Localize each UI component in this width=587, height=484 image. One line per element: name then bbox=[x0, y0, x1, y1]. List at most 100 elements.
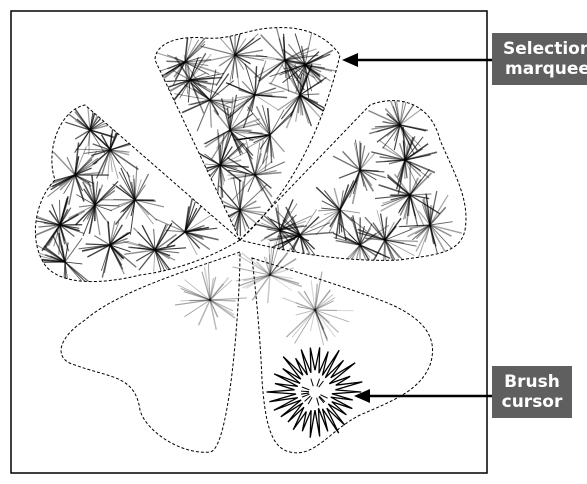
bristle-stroke bbox=[83, 149, 111, 154]
bristle-stroke bbox=[321, 207, 341, 211]
bristle-stroke bbox=[384, 239, 400, 259]
bristle-stroke bbox=[247, 174, 256, 192]
bristle-stroke bbox=[241, 252, 271, 276]
bristle-stroke bbox=[393, 124, 401, 151]
bristle-stroke bbox=[209, 299, 219, 318]
bristle-stroke bbox=[314, 294, 334, 311]
bristle-stroke bbox=[295, 94, 301, 122]
bristle-stroke bbox=[74, 174, 92, 187]
bristle-stroke bbox=[184, 59, 212, 63]
selection-callout-line1: Selection bbox=[503, 39, 587, 59]
bristle-stroke bbox=[51, 174, 76, 188]
bristle-stroke bbox=[135, 249, 156, 262]
bristle-stroke bbox=[129, 199, 136, 235]
bristle-stroke bbox=[174, 56, 191, 81]
bristle-stroke bbox=[328, 209, 341, 233]
bristle-stroke bbox=[264, 229, 281, 239]
painted-petal-left bbox=[35, 105, 219, 282]
bristle-stroke bbox=[109, 149, 130, 153]
bristle-stroke bbox=[78, 204, 96, 208]
bristle-stroke bbox=[209, 299, 234, 312]
bristle-stroke bbox=[314, 309, 328, 340]
bristle-stroke bbox=[299, 94, 302, 116]
bristle-stroke bbox=[219, 132, 225, 166]
bristle-stroke bbox=[365, 237, 386, 241]
bristle-stroke bbox=[304, 30, 313, 66]
brush-callout-line1: Brush bbox=[504, 372, 560, 392]
callout-arrows bbox=[342, 53, 492, 403]
bristle-stroke bbox=[184, 43, 206, 63]
bristle-stroke bbox=[237, 254, 271, 276]
bristle-stroke bbox=[234, 54, 251, 65]
bristle-stroke bbox=[227, 194, 241, 211]
bristle-stroke bbox=[263, 256, 271, 276]
bristle-stroke bbox=[285, 309, 316, 338]
bristle-stroke bbox=[218, 54, 236, 67]
selection-marquee-callout: Selection marquee bbox=[492, 33, 587, 85]
bristle-stroke bbox=[220, 187, 241, 211]
bristle-stroke bbox=[235, 274, 271, 282]
marquee-bottom-left-petal bbox=[60, 251, 241, 453]
brush-cursor-spike bbox=[318, 396, 325, 404]
bristle-stroke bbox=[63, 174, 76, 195]
bristle-stroke bbox=[153, 228, 156, 251]
bristle-stroke bbox=[359, 169, 377, 181]
bristle-stroke bbox=[314, 283, 319, 311]
bristle-stroke bbox=[269, 267, 295, 276]
bristle-stroke bbox=[294, 309, 316, 344]
bristle-stroke bbox=[218, 185, 241, 211]
bristle-stroke bbox=[219, 133, 233, 166]
bristle-stroke bbox=[277, 204, 281, 231]
bristle-stroke bbox=[209, 99, 234, 104]
bristle-stroke bbox=[231, 54, 236, 80]
bristle-stroke bbox=[404, 159, 422, 172]
bristle-stroke bbox=[109, 244, 125, 260]
bristle-stroke bbox=[219, 146, 233, 166]
bristle-stroke bbox=[239, 173, 247, 211]
bristle-stroke bbox=[269, 109, 285, 136]
bristle-stroke bbox=[429, 224, 452, 237]
bristle-stroke bbox=[281, 64, 306, 73]
bristle-stroke bbox=[154, 249, 171, 257]
bristle-stroke bbox=[234, 54, 264, 61]
bristle-stroke bbox=[109, 224, 123, 246]
bristle-stroke bbox=[219, 159, 242, 166]
bristle-stroke bbox=[74, 161, 98, 176]
bristle-stroke bbox=[85, 243, 111, 246]
bristle-stroke bbox=[276, 59, 306, 66]
bristle-stroke bbox=[74, 129, 91, 140]
bristle-stroke bbox=[130, 246, 156, 251]
bristle-stroke bbox=[183, 54, 191, 81]
bristle-stroke bbox=[184, 206, 190, 233]
bristle-stroke bbox=[384, 217, 387, 241]
bristle-stroke bbox=[203, 266, 211, 301]
bristle-stroke bbox=[253, 134, 271, 144]
bristle-stroke bbox=[429, 224, 462, 234]
bristle-stroke bbox=[299, 234, 316, 250]
bristle-stroke bbox=[247, 106, 271, 136]
bristle-stroke bbox=[109, 244, 131, 253]
painted-partial-strokes bbox=[174, 239, 354, 346]
bristle-stroke bbox=[94, 189, 116, 206]
bristle-stroke bbox=[117, 199, 136, 206]
bristle-stroke bbox=[175, 56, 191, 81]
bristle-stroke bbox=[314, 300, 334, 311]
bristle-stroke bbox=[52, 235, 66, 263]
bristle-stroke bbox=[314, 271, 323, 311]
bristle-stroke bbox=[154, 224, 169, 251]
bristle-stroke bbox=[94, 181, 99, 206]
bristle-stroke bbox=[201, 271, 211, 301]
marquee-left-petal bbox=[34, 104, 241, 282]
bristle-stroke bbox=[254, 174, 273, 198]
bristle-stroke bbox=[269, 274, 303, 288]
bristle-stroke bbox=[184, 61, 190, 88]
selection-arrow-head bbox=[342, 53, 358, 67]
bristle-stroke bbox=[154, 249, 180, 254]
bristle-stroke bbox=[350, 216, 361, 246]
brush-arrow-head bbox=[354, 389, 370, 403]
bristle-stroke bbox=[134, 179, 142, 201]
bristle-stroke bbox=[359, 169, 387, 179]
bristle-stroke bbox=[160, 61, 186, 82]
bristle-stroke bbox=[64, 261, 82, 281]
bristle-stroke bbox=[299, 209, 317, 236]
